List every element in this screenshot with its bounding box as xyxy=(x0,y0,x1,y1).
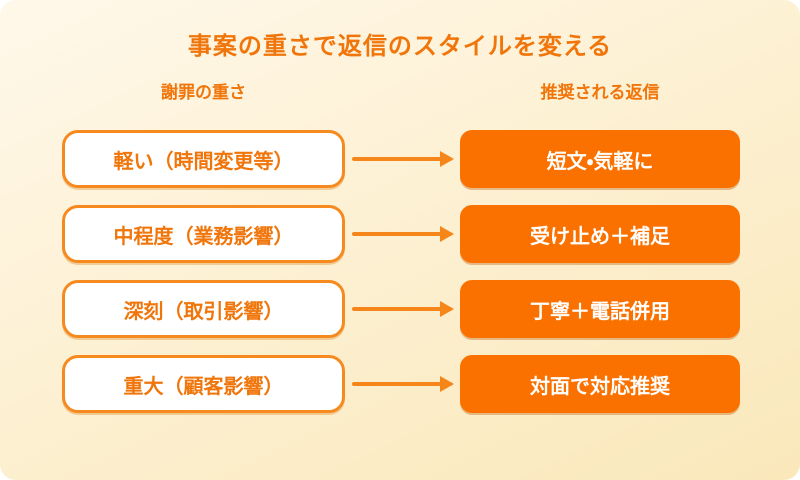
column-header-reply: 推奨される返信 xyxy=(540,83,660,102)
diagram-row: 深刻（取引影響） 丁寧＋電話併用 xyxy=(0,280,800,338)
reply-box: 対面で対応推奨 xyxy=(460,355,740,413)
diagram-row: 重大（顧客影響） 対面で対応推奨 xyxy=(0,355,800,413)
arrow-right-icon xyxy=(352,151,454,167)
severity-box: 中程度（業務影響） xyxy=(62,205,345,263)
reply-box: 短文・気軽に xyxy=(460,130,740,188)
column-header-severity: 謝罪の重さ xyxy=(161,83,246,102)
arrow-right-icon xyxy=(352,226,454,242)
severity-box: 重大（顧客影響） xyxy=(62,355,345,413)
arrow-right-icon xyxy=(352,301,454,317)
reply-box: 丁寧＋電話併用 xyxy=(460,280,740,338)
severity-box: 深刻（取引影響） xyxy=(62,280,345,338)
diagram-row: 軽い（時間変更等） 短文・気軽に xyxy=(0,130,800,188)
reply-box: 受け止め＋補足 xyxy=(460,205,740,263)
diagram-row: 中程度（業務影響） 受け止め＋補足 xyxy=(0,205,800,263)
page-title: 事案の重さで返信のスタイルを変える xyxy=(187,33,613,60)
severity-box: 軽い（時間変更等） xyxy=(62,130,345,188)
arrow-right-icon xyxy=(352,376,454,392)
